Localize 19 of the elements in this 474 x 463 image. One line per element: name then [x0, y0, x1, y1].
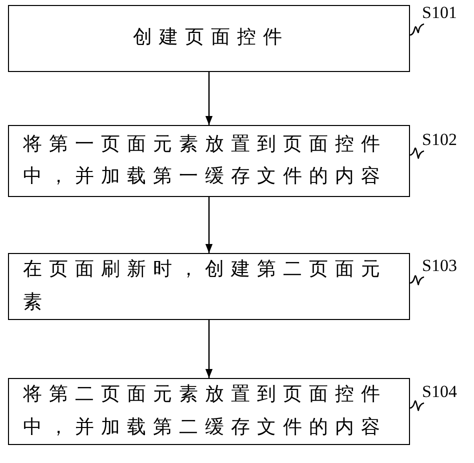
arrow: [205, 320, 213, 378]
step-label: S102: [422, 130, 457, 150]
step-label: S103: [422, 256, 457, 276]
process-box: [8, 253, 410, 320]
step-text: 将第一页面元素放置到页面控件中，并加载第一缓存文件的内容: [23, 132, 388, 189]
step-text: 将第二页面元素放置到页面控件中，并加载第二缓存文件的内容: [23, 383, 388, 440]
leader-line: [410, 276, 424, 285]
process-box: [8, 378, 410, 445]
leader-line: [410, 400, 424, 410]
step-label: S104: [422, 382, 457, 402]
step-text: 在页面刷新时，创建第二页面元素: [23, 258, 388, 314]
step-text: 创建页面控件: [133, 26, 289, 50]
arrow: [205, 72, 213, 125]
process-box: [8, 5, 410, 72]
step-label: S101: [422, 3, 457, 23]
leader-line: [410, 148, 424, 158]
leader-line: [410, 23, 424, 36]
process-box: [8, 125, 410, 197]
arrow: [205, 197, 213, 253]
